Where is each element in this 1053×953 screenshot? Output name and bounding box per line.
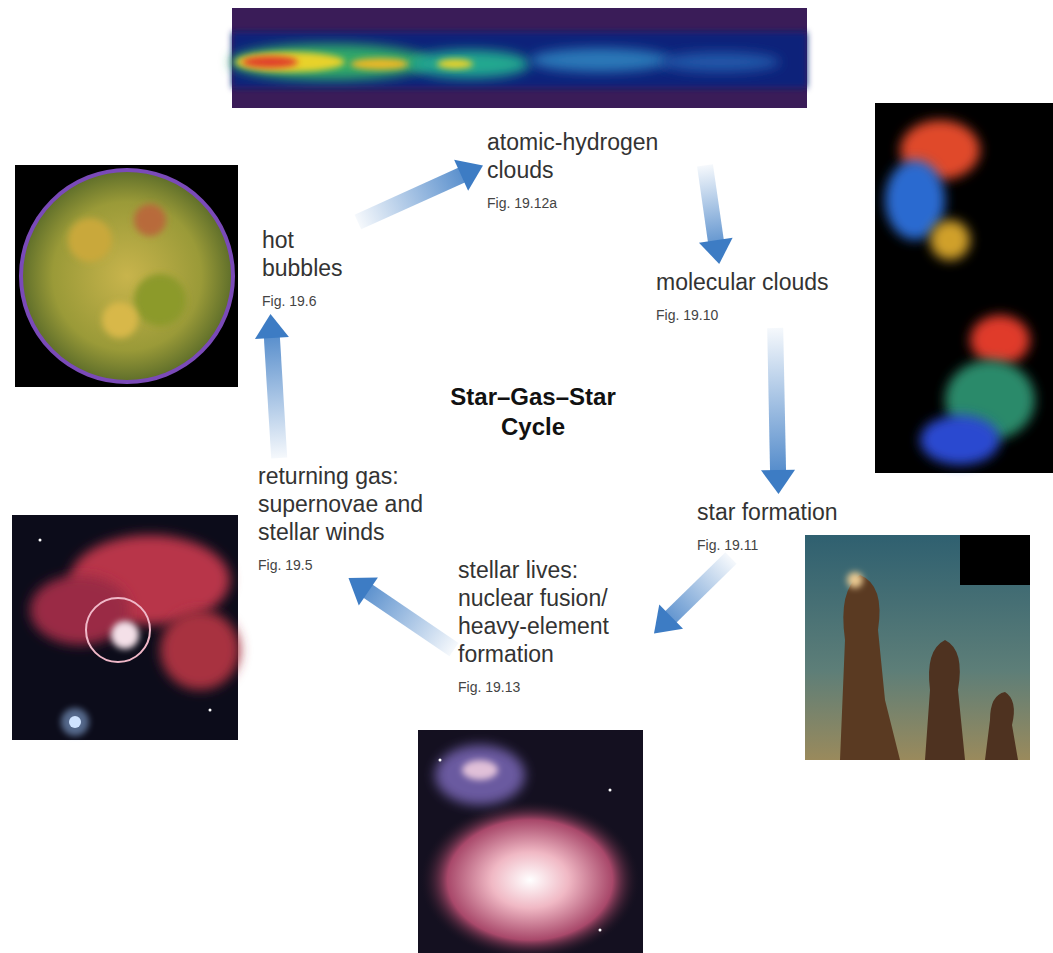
orion-nebula-image: [418, 730, 643, 953]
hydrogen-map: [230, 8, 807, 108]
arrow-shaft: [705, 165, 716, 241]
cycle-arrow: [255, 314, 289, 458]
arrow-head: [349, 577, 378, 605]
figure-reference: Fig. 19.13: [458, 678, 650, 696]
figure-reference: Fig. 19.11: [697, 536, 879, 554]
stage-label: molecular cloudsFig. 19.10: [652, 264, 876, 328]
arrow-shaft: [358, 175, 462, 222]
cycle-arrow: [654, 558, 731, 633]
cycle-arrow: [358, 160, 483, 222]
stage-label: hot bubblesFig. 19.6: [258, 222, 362, 314]
stage-label: atomic-hydrogen cloudsFig. 19.12a: [483, 124, 705, 216]
cycle-arrow: [349, 577, 455, 649]
wind-bubble-image: [12, 515, 240, 740]
stage-name: hot bubbles: [262, 226, 358, 282]
stage-name: returning gas: supernovae and stellar wi…: [258, 462, 460, 546]
supernova-remnant: [15, 165, 238, 387]
cycle-arrow: [699, 165, 733, 264]
stage-name: stellar lives: nuclear fusion/ heavy-ele…: [458, 556, 650, 668]
arrow-head: [761, 470, 795, 494]
diagram-title: Star–Gas–Star Cycle: [428, 382, 638, 442]
arrow-shaft: [670, 558, 731, 617]
stage-name: atomic-hydrogen clouds: [487, 128, 701, 184]
pillars-image: [805, 535, 1030, 760]
arrow-shaft: [368, 591, 454, 650]
stage-name: star formation: [697, 498, 879, 526]
arrow-head: [454, 160, 483, 191]
molecular-cloud-image: [875, 103, 1053, 473]
stage-name: molecular clouds: [656, 268, 872, 296]
stage-label: stellar lives: nuclear fusion/ heavy-ele…: [454, 552, 654, 700]
arrow-head: [255, 314, 289, 339]
figure-reference: Fig. 19.12a: [487, 194, 701, 212]
figure-reference: Fig. 19.6: [262, 292, 358, 310]
stage-label: returning gas: supernovae and stellar wi…: [254, 458, 464, 578]
figure-reference: Fig. 19.10: [656, 306, 872, 324]
stage-label: star formationFig. 19.11: [693, 494, 883, 558]
arrow-shaft: [272, 337, 279, 458]
arrow-shaft: [775, 328, 778, 471]
cycle-arrow: [761, 328, 795, 494]
arrow-head: [654, 604, 683, 633]
arrow-head: [699, 238, 733, 264]
figure-reference: Fig. 19.5: [258, 556, 460, 574]
